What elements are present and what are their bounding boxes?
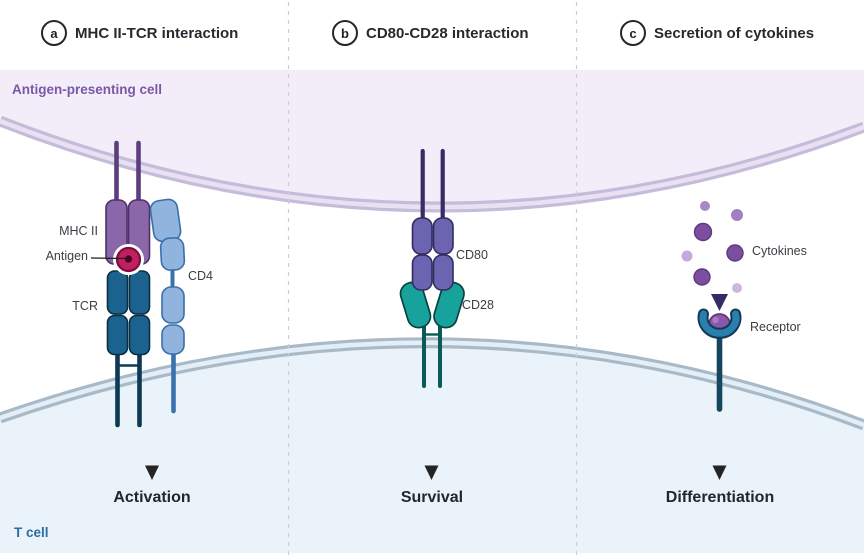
panel-c-header: c Secretion of cytokines [620, 20, 814, 46]
panel-b-letter: b [341, 25, 349, 41]
cd80-icon [411, 148, 454, 291]
panel-dividers [287, 2, 578, 556]
outcome-activation: Activation [113, 489, 191, 506]
cytokine-dots-icon [681, 201, 744, 293]
tcr-icon [106, 270, 151, 428]
panel-b-header: b CD80-CD28 interaction [332, 20, 529, 46]
cd4-icon [149, 198, 186, 414]
panel-a-header: a MHC II-TCR interaction [41, 20, 238, 46]
panel-a-badge: a [41, 20, 67, 46]
cd4-label: CD4 [188, 269, 214, 283]
cd80-label: CD80 [456, 248, 488, 262]
antigen-pointer-line [90, 257, 127, 260]
apc-cell-label: Antigen-presenting cell [12, 82, 163, 97]
cd28-icon [399, 281, 465, 388]
antigen-icon [90, 244, 144, 275]
panel-b-badge: b [332, 20, 358, 46]
panel-b-title: CD80-CD28 interaction [366, 24, 529, 42]
apc-cell-shape [0, 70, 864, 213]
outcome-survival: Survival [400, 489, 464, 506]
panel-c-letter: c [629, 25, 637, 41]
cytokine-secretion-arrow-icon [711, 186, 728, 311]
panel-c-title: Secretion of cytokines [654, 24, 815, 42]
panel-c-badge: c [620, 20, 646, 46]
differentiation-arrow-icon [712, 415, 727, 480]
cytokine-receptor-icon [697, 308, 742, 412]
outcome-differentiation: Differentiation [665, 489, 775, 506]
tcr-label: TCR [72, 299, 98, 313]
mhc-ii-label: MHC II [59, 224, 98, 238]
panel-a-letter: a [50, 25, 58, 41]
cd28-label: CD28 [462, 298, 494, 312]
antigen-label: Antigen [45, 249, 88, 263]
tcell-label: T cell [14, 525, 49, 540]
cytokines-label: Cytokines [752, 244, 807, 258]
receptor-label: Receptor [750, 320, 801, 334]
panel-a-title: MHC II-TCR interaction [75, 24, 239, 42]
activation-arrow-icon [145, 406, 159, 480]
survival-arrow-icon [424, 390, 439, 480]
